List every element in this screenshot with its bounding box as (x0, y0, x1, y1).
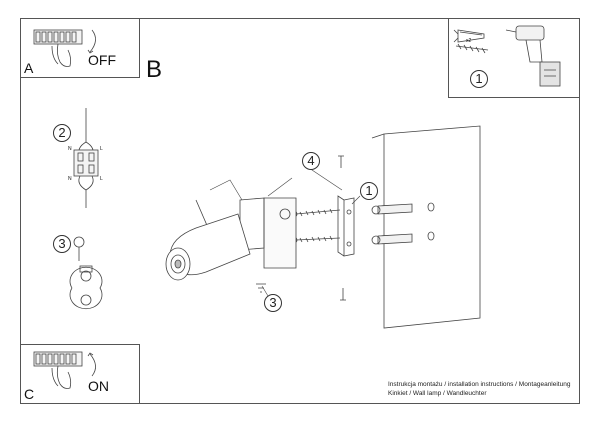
panel-a-letter: A (24, 60, 34, 76)
panel-a-off-label: OFF (88, 52, 116, 68)
outer-frame (20, 18, 580, 404)
wall-illustration (371, 125, 481, 329)
panel-tools-box (448, 18, 580, 98)
wall-plug-icons (371, 202, 435, 245)
b-step-1-badge: 1 (360, 182, 378, 200)
ground-terminal-icon (69, 236, 103, 310)
panel-c-box (20, 344, 140, 404)
tools-step-badge: 1 (470, 70, 488, 88)
terminal-n-bottom: N (68, 176, 72, 182)
footer-product-line: Kinkiet / Wall lamp / Wandleuchter (388, 390, 487, 397)
drill-icon (505, 25, 561, 87)
fixing-screw-icons (338, 155, 346, 301)
terminal-l-bottom: L (100, 176, 103, 182)
terminal-l-top: L (100, 146, 103, 152)
panel-c-letter: C (24, 386, 35, 402)
footer-instructions-line: Instrukcja montażu / installation instru… (388, 381, 571, 388)
terminal-n-top: N (68, 146, 72, 152)
panel-c-on-label: ON (88, 378, 109, 394)
leader-lines (261, 165, 361, 297)
panel-a-box (20, 18, 140, 78)
section-b-letter: B (146, 56, 163, 83)
tools-count-label: x2 (466, 38, 472, 44)
terminal-block-icon-c (33, 351, 96, 389)
mounting-bracket-icon (337, 195, 355, 257)
wall-plug-icon (453, 29, 485, 43)
b-step-3-badge: 3 (264, 294, 282, 312)
b-step-4-badge: 4 (302, 152, 320, 170)
wire-connection-icon (73, 108, 99, 208)
terminal-block-icon-a (33, 29, 96, 67)
wall-lamp-illustration (165, 179, 297, 293)
step-2-badge: 2 (53, 124, 71, 142)
step-3-badge: 3 (53, 235, 71, 253)
bracket-screw-icons (290, 208, 341, 244)
screw-icon (455, 43, 489, 54)
